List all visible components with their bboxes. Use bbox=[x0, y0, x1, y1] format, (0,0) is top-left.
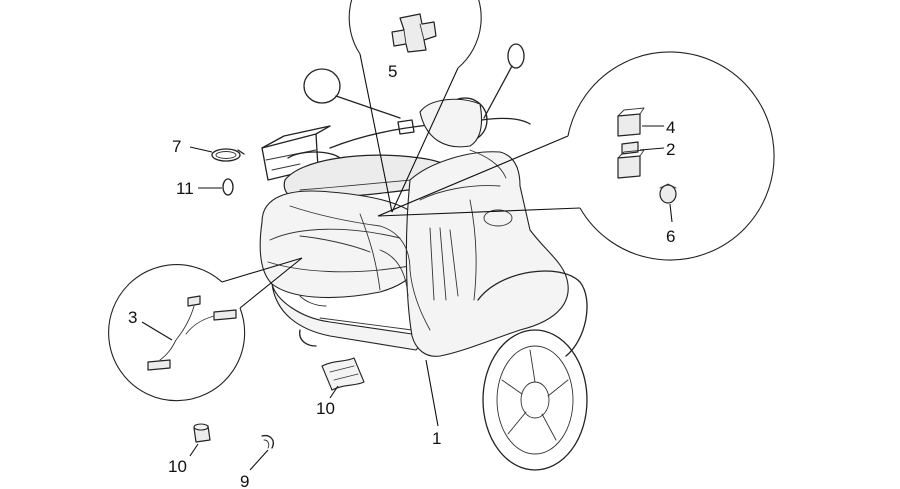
scooter-illustration bbox=[259, 43, 588, 471]
label-part-11: 11 bbox=[176, 179, 194, 198]
callout-circle-fuse bbox=[377, 51, 775, 261]
part-labels: 5 4 2 6 7 11 3 10 1 10 9 bbox=[128, 62, 675, 489]
label-part-4: 4 bbox=[666, 118, 675, 137]
sticker-part-10-icon bbox=[321, 357, 365, 391]
callout-circle-relay bbox=[348, 0, 482, 213]
fuse-holder-part-2-icon bbox=[617, 141, 645, 179]
relay-icon bbox=[391, 13, 437, 53]
label-part-9: 9 bbox=[240, 472, 249, 489]
cap-part-10-icon bbox=[193, 423, 211, 443]
clamp-part-7-icon bbox=[211, 148, 245, 162]
callout-circle-harness bbox=[108, 257, 303, 402]
label-part-10-sticker: 10 bbox=[316, 399, 335, 418]
connector-part-4-icon bbox=[617, 107, 645, 137]
label-part-7: 7 bbox=[172, 137, 181, 156]
label-part-1: 1 bbox=[432, 429, 441, 448]
cap-part-6-icon bbox=[659, 183, 677, 204]
label-part-3: 3 bbox=[128, 308, 137, 327]
label-part-5: 5 bbox=[388, 62, 397, 81]
label-part-6: 6 bbox=[666, 227, 675, 246]
label-part-10-cap: 10 bbox=[168, 457, 187, 476]
clip-part-9-icon bbox=[261, 434, 274, 449]
ring-part-11-icon bbox=[222, 178, 234, 196]
harness-part-3-icon bbox=[147, 295, 237, 371]
label-part-2: 2 bbox=[666, 140, 675, 159]
